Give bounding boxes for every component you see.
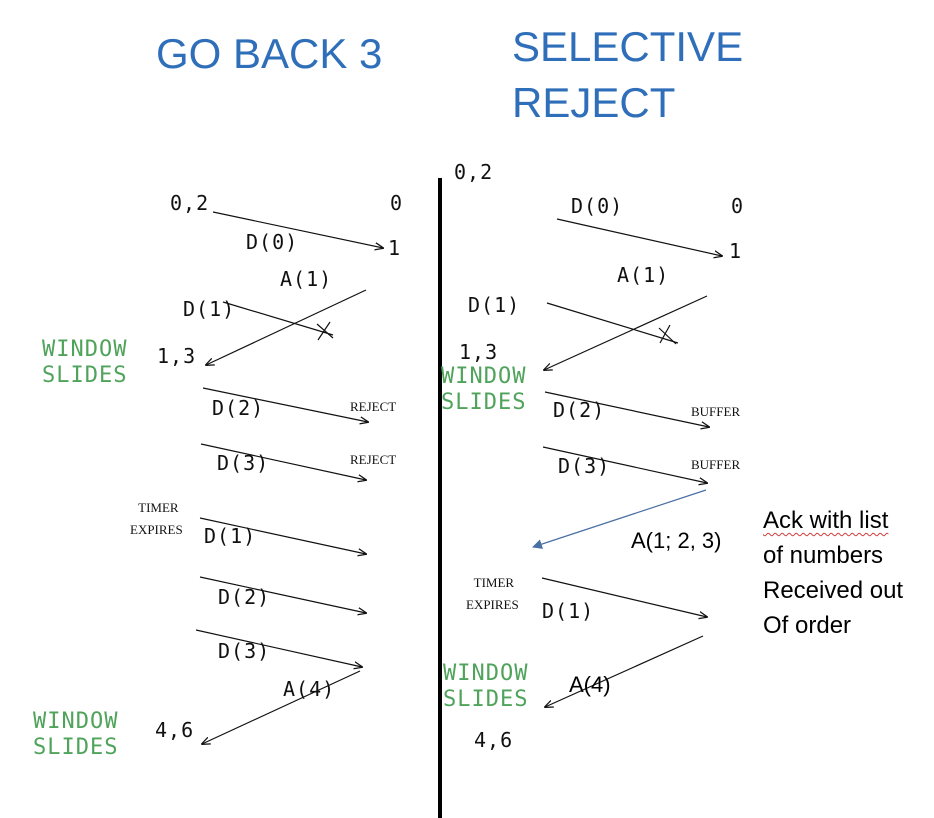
right-label-d1-retx: D(1) [542,599,595,623]
left-arrow-d2-retx [199,576,366,613]
left-label-a4: A(4) [283,677,336,701]
note-line-1: Ack with list [763,507,889,534]
left-timer-expires: TIMER EXPIRES [130,500,183,537]
right-window-slides-2: WINDOW SLIDES [443,661,529,712]
right-label-d3: D(3) [558,454,611,478]
right-arrow-d1-retx [541,577,707,617]
right-arrow-d3 [542,446,707,483]
right-label-d1: D(1) [468,293,521,317]
right-receiver-0: 0 [731,194,745,218]
right-label-d0: D(0) [571,194,624,218]
left-receiver-1: 1 [388,236,402,260]
left-label-d2: D(2) [212,396,265,420]
left-arrow-d1-retx [199,517,366,554]
right-arrow-d1-lost [546,302,679,344]
right-arrow-ack-list [532,489,707,549]
right-receiver-1: 1 [729,239,743,263]
right-arrow-a4 [545,635,704,707]
left-window-1-3: 1,3 [157,344,197,368]
left-arrow-a4 [202,670,361,744]
left-arrow-d0 [212,211,383,248]
note-line-3: Received out [763,577,904,604]
left-reject-1: REJECT [350,399,397,414]
right-window-0-2: 0,2 [454,160,494,184]
right-label-a4: A(4) [569,672,611,697]
left-window-0-2: 0,2 [170,191,210,215]
left-label-d1: D(1) [183,297,236,321]
left-label-d3: D(3) [217,451,270,475]
left-label-d2-retx: D(2) [218,585,271,609]
left-arrow-d1-lost [222,301,334,336]
left-lost-mark-a [316,323,334,339]
left-window-slides-2: WINDOW SLIDES [33,709,119,760]
title-go-back-3: GO BACK 3 [156,30,383,77]
right-arrow-a1 [544,295,708,370]
left-label-d0: D(0) [246,230,299,254]
left-receiver-0: 0 [390,191,404,215]
left-arrow-d3 [200,443,366,480]
right-window-slides-1: WINDOW SLIDES [441,364,527,415]
left-window-slides-1: WINDOW SLIDES [42,337,128,388]
left-label-d1-retx: D(1) [204,524,257,548]
left-label-d3-retx: D(3) [218,639,271,663]
note-line-2: of numbers [763,542,884,569]
right-window-4-6: 4,6 [474,728,514,752]
left-lost-mark-b [317,321,331,341]
right-lost-mark-a [658,327,677,345]
right-label-ack-list: A(1; 2, 3) [631,528,722,553]
ack-list-note: Ack with list of numbers Received out Of… [763,503,903,643]
right-arrow-d2 [544,391,709,427]
right-window-1-3: 1,3 [459,340,499,364]
right-buffer-1: BUFFER [691,404,741,419]
note-line-4: Of order [763,612,852,639]
left-arrow-a1 [206,289,367,365]
title-reject: REJECT [512,79,676,126]
right-arrow-d0 [556,218,722,256]
left-label-a1: A(1) [280,267,333,291]
right-buffer-2: BUFFER [691,457,741,472]
left-arrow-d2 [202,387,368,422]
title-selective: SELECTIVE [512,23,744,70]
left-arrow-d3-retx [195,629,362,667]
left-reject-2: REJECT [350,452,397,467]
left-window-4-6: 4,6 [155,718,195,742]
right-lost-mark-b [659,324,671,344]
right-timer-expires: TIMER EXPIRES [466,575,519,612]
right-label-d2: D(2) [553,398,606,422]
right-label-a1: A(1) [617,263,670,287]
